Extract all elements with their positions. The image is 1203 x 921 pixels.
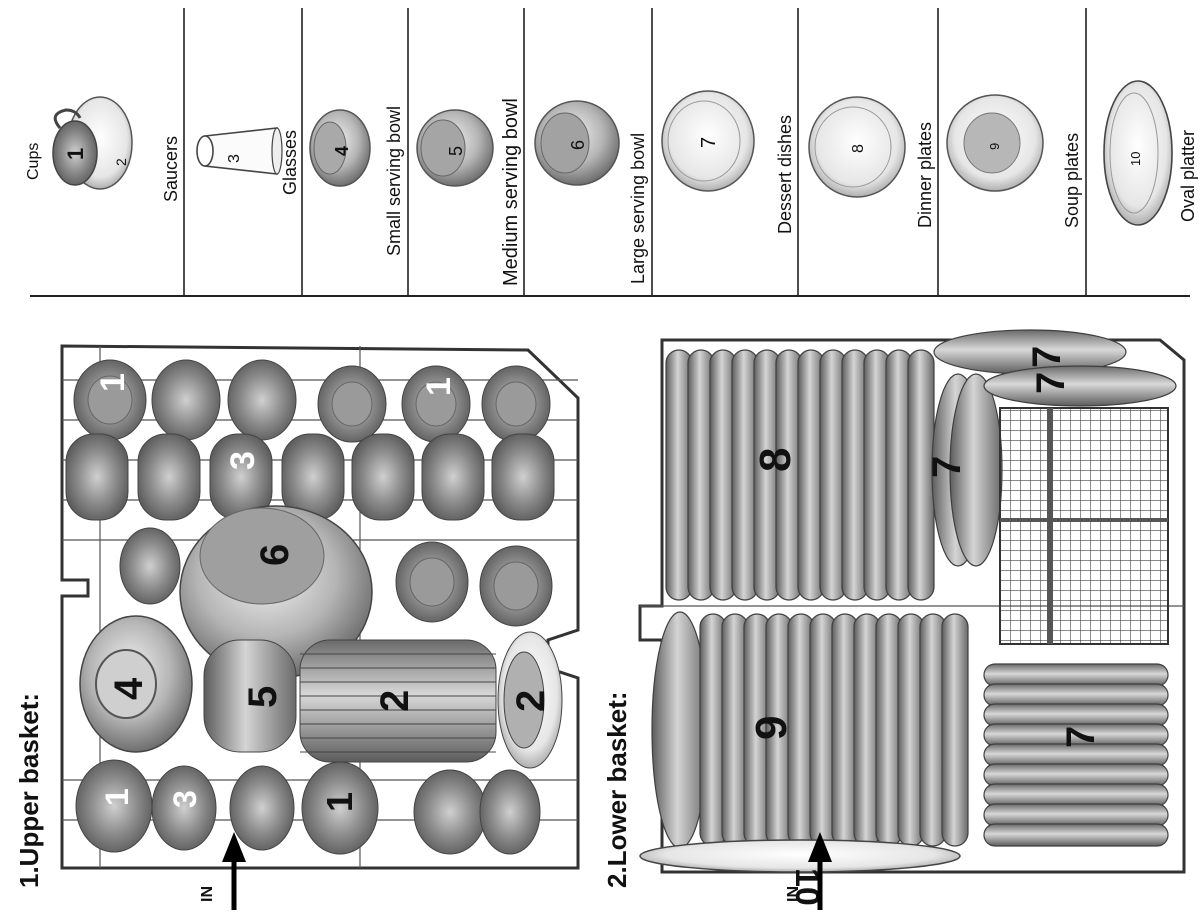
- upper-label-2a: 2: [373, 690, 417, 712]
- legend-num-9: 9: [987, 143, 1002, 150]
- legend-label-medium-bowl: Medium serving bowl: [500, 98, 522, 286]
- upper-label-4: 4: [107, 677, 151, 700]
- upper-label-3b: 3: [167, 790, 203, 808]
- legend-num-4: 4: [332, 146, 352, 156]
- lower-label-7d: 7: [1059, 726, 1103, 748]
- upper-cups-middle: [119, 527, 553, 627]
- legend-num-7: 7: [698, 137, 720, 148]
- legend-num-2: 2: [113, 158, 129, 166]
- upper-basket: 1 1 3 6 4 5: [14, 344, 580, 910]
- upper-cups-bottom-row: [75, 759, 541, 855]
- upper-in-arrow: [222, 832, 246, 910]
- lower-basket: 8 7 7 7: [602, 329, 1186, 910]
- upper-basket-title: 1.Upper basket:: [14, 693, 44, 888]
- legend-small-bowl-icon: [309, 109, 371, 187]
- upper-label-3a: 3: [224, 451, 262, 470]
- legend-label-glasses: Glasses: [280, 130, 300, 195]
- lower-cutlery-basket: [999, 407, 1169, 645]
- legend-panel: 1 2 Cups Saucers 3 Glasses 4 Small servi…: [25, 8, 1198, 297]
- upper-label-5: 5: [241, 686, 285, 708]
- lower-in-arrow: [808, 832, 832, 910]
- legend-label-large-bowl: Large serving bowl: [628, 133, 648, 284]
- legend-label-oval-platter: Oval platter: [1178, 130, 1198, 222]
- lower-in-label: IN: [785, 886, 802, 902]
- legend-cup-handle: [53, 108, 82, 129]
- legend-num-5: 5: [446, 146, 466, 156]
- legend-label-saucers: Saucers: [161, 136, 181, 202]
- upper-saucer-stack: [299, 631, 563, 769]
- lower-dinner-plates: [665, 349, 935, 601]
- lower-label-7c: 7: [1029, 372, 1073, 394]
- lower-label-7b: 7: [1025, 346, 1069, 368]
- legend-glass-icon: [196, 127, 283, 175]
- upper-large-bowl: [179, 505, 373, 679]
- upper-label-1b: 1: [420, 377, 458, 396]
- legend-label-cups: Cups: [25, 143, 42, 180]
- legend-label-dinner-plates: Dinner plates: [915, 122, 935, 228]
- lower-soup-plates: [651, 611, 969, 849]
- legend-dividers: [183, 8, 1087, 296]
- legend-num-8: 8: [850, 144, 867, 153]
- legend-dessert-dish-icon: [661, 90, 755, 192]
- legend-label-small-bowl: Small serving bowl: [384, 106, 404, 256]
- legend-soup-plate-icon: [946, 94, 1044, 192]
- legend-large-bowl-icon: [534, 100, 620, 186]
- legend-num-3: 3: [226, 154, 243, 163]
- lower-dessert-dishes-top: [931, 329, 1177, 567]
- upper-label-1d: 1: [319, 792, 360, 812]
- lower-label-8: 8: [751, 448, 800, 472]
- upper-rack-frame: [60, 344, 580, 870]
- lower-oval-platter: [639, 839, 961, 873]
- legend-label-soup-plates: Soup plates: [1062, 133, 1082, 228]
- lower-basket-title: 2.Lower basket:: [602, 691, 632, 888]
- upper-small-bowl: [79, 615, 193, 753]
- legend-medium-bowl-icon: [416, 109, 494, 187]
- upper-in-label: IN: [199, 886, 216, 902]
- upper-label-1c: 1: [99, 788, 135, 806]
- upper-medium-bowl: [203, 639, 297, 753]
- lower-label-7a: 7: [925, 456, 969, 478]
- legend-oval-platter-icon: [1103, 80, 1173, 226]
- legend-cup-shape: [52, 120, 98, 186]
- legend-num-1: 1: [63, 148, 88, 160]
- legend-cup-icon: [52, 96, 133, 190]
- legend-num-10: 10: [1128, 152, 1143, 166]
- legend-num-6: 6: [568, 140, 588, 150]
- lower-dessert-dishes-bottom: [983, 663, 1169, 847]
- legend-label-dessert-dishes: Dessert dishes: [775, 115, 795, 234]
- upper-label-2b: 2: [509, 690, 553, 712]
- legend-dinner-plate-icon: [808, 96, 906, 198]
- lower-label-9: 9: [747, 716, 796, 740]
- upper-label-6: 6: [253, 544, 297, 566]
- upper-label-1a: 1: [94, 373, 132, 392]
- upper-cups-top-rows: [65, 359, 555, 521]
